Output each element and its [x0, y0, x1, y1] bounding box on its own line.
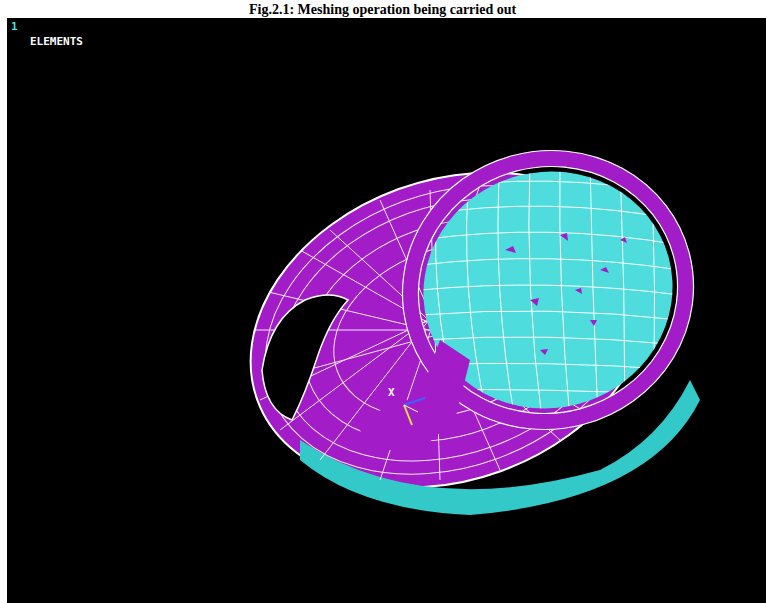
- window-number: 1: [11, 20, 18, 33]
- axis-label: X: [388, 386, 395, 399]
- shell-patch: [355, 340, 470, 450]
- viewport-ground: [7, 18, 766, 603]
- axis-triad: [404, 398, 425, 425]
- plot-title: ELEMENTS: [30, 35, 83, 48]
- figure-caption: Fig.2.1: Meshing operation being carried…: [249, 1, 516, 18]
